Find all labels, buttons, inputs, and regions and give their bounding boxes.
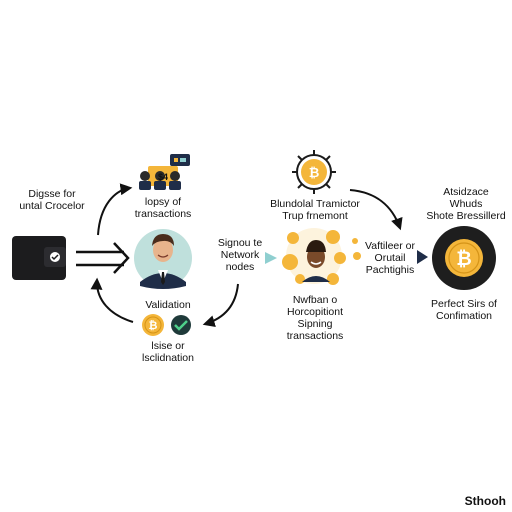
network-nodes-label-line-2: Network	[220, 249, 260, 261]
network-nodes-label: Signou te Network nodes	[205, 237, 275, 273]
verifier-label: Vaftileer or Orutail Pachtighis	[355, 240, 425, 276]
network-to-mining-arrow	[265, 252, 277, 264]
bitcoin-icon: ₿	[142, 314, 164, 336]
bitcoin-confirmation-icon: ₿	[432, 226, 496, 290]
network-nodes-label-line-1: Signou te	[217, 237, 263, 249]
transactions-label: lopsy of transactions	[118, 196, 208, 220]
verifier-label-line-2: Orutail	[374, 252, 406, 264]
signing-transactions-label: Nwfban o Horcopitiont Sipning transactio…	[270, 294, 360, 342]
checkmark-icon	[171, 315, 191, 335]
verifier-label-line-1: Vaftileer or	[365, 240, 415, 252]
cycle-arrow-top	[97, 183, 133, 236]
confirmation-label-line-1: Perfect Sirs of	[431, 298, 497, 310]
verifier-label-line-3: Pachtighis	[365, 264, 415, 276]
footer-brand: Sthooh	[464, 494, 506, 508]
lsclidnation-label-line-1: lsise or	[151, 340, 185, 352]
transactions-label-line-2: transactions	[134, 208, 192, 220]
cycle-arrow-bottom-right	[202, 283, 239, 327]
tramictor-label: Blundolal Tramictor Trup frnemont	[255, 198, 375, 222]
signing-label-line-4: transactions	[286, 330, 344, 342]
lsclidnation-label-line-2: lsclidnation	[142, 352, 194, 364]
tramictor-label-line-2: Trup frnemont	[282, 210, 348, 222]
whuds-label-line-3: Shote Bressillerd	[426, 210, 506, 222]
wallet-label-line-2: untal Crocelor	[19, 200, 85, 212]
svg-text:₿: ₿	[149, 319, 158, 332]
network-nodes-label-line-3: nodes	[225, 261, 255, 273]
cycle-arrow-left	[90, 277, 134, 323]
coins-icon	[282, 228, 361, 285]
lsclidnation-label: lsise or lsclidnation	[118, 340, 218, 364]
signing-label-line-1: Nwfban o	[292, 294, 338, 306]
wallet-label: Digsse for untal Crocelor	[2, 188, 102, 212]
wallet-label-line-1: Digsse for	[28, 188, 76, 200]
bitcoin-gear-icon: ₿	[292, 150, 336, 194]
whuds-label-line-2: Whuds	[449, 198, 483, 210]
confirmation-label: Perfect Sirs of Confimation	[418, 298, 510, 322]
tramictor-label-line-1: Blundolal Tramictor	[270, 198, 360, 210]
businessman-avatar-icon	[134, 229, 192, 289]
wallet-to-network-arrow	[76, 242, 130, 274]
wallet-icon	[12, 236, 66, 280]
whuds-label: Atsidzace Whuds Shote Bressillerd	[420, 186, 512, 222]
mining-to-confirmation-arrow	[349, 189, 403, 231]
signing-label-line-3: Sipning	[297, 318, 333, 330]
svg-text:₿: ₿	[456, 248, 471, 270]
group-of-people-icon	[139, 154, 190, 190]
whuds-label-line-1: Atsidzace	[443, 186, 489, 198]
validation-label: Validation	[145, 299, 191, 311]
svg-text:₿: ₿	[309, 166, 320, 181]
group-amount-badge: $4	[158, 172, 168, 182]
transactions-label-line-1: lopsy of	[144, 196, 182, 208]
confirmation-label-line-2: Confimation	[435, 310, 493, 322]
signing-label-line-2: Horcopitiont	[286, 306, 344, 318]
verifier-to-confirmation-arrow	[417, 250, 428, 264]
